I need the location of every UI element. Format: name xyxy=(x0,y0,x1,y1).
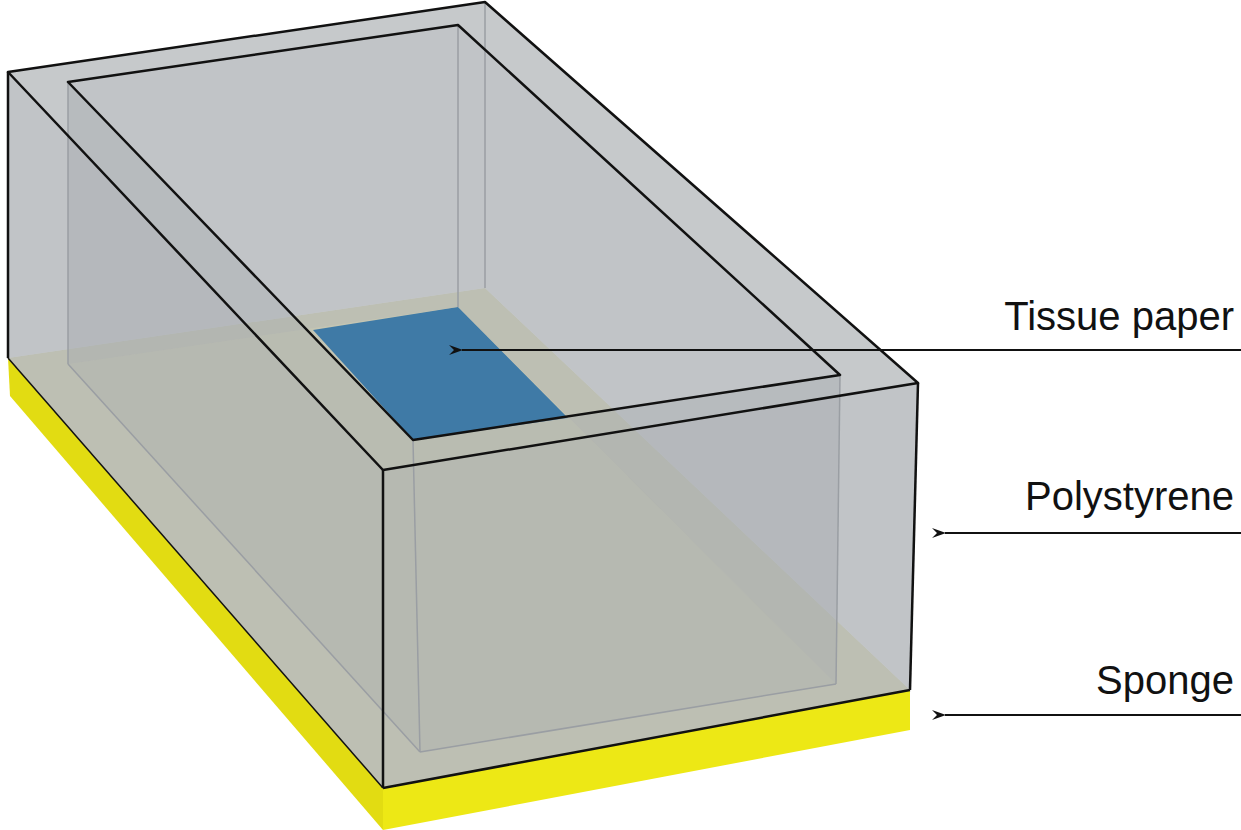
leader-lines xyxy=(462,350,1241,715)
polystyrene-box xyxy=(8,2,918,788)
part-label: Sponge xyxy=(1094,658,1236,702)
part-label: Tissue paper xyxy=(1002,294,1236,338)
hidden-edges xyxy=(68,2,840,752)
part-label: Polystyrene xyxy=(1023,474,1236,518)
box-outline xyxy=(8,2,918,788)
